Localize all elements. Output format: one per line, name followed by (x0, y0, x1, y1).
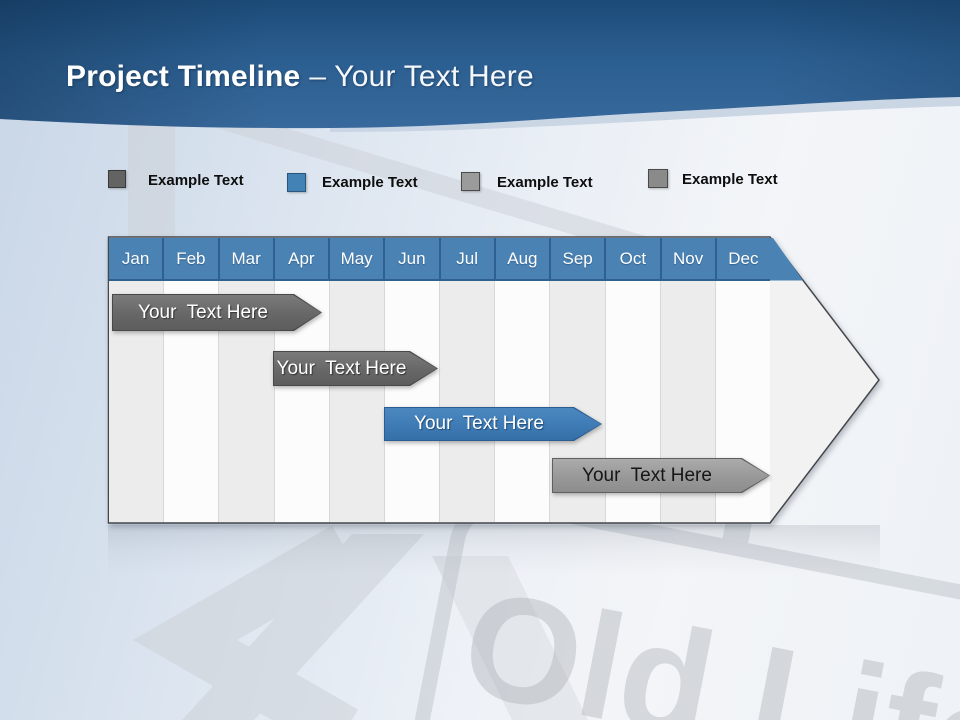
month-cell: Jun (383, 238, 438, 279)
month-cell: Oct (604, 238, 659, 279)
month-cell: Dec (714, 238, 770, 279)
month-cell: Sep (549, 238, 604, 279)
bar-label: Your Text Here (138, 301, 268, 323)
legend-swatch-icon (287, 173, 306, 192)
timeline-bar[interactable]: Your Text Here (112, 294, 322, 331)
month-cell: Nov (659, 238, 715, 279)
legend-label: Example Text (497, 174, 593, 191)
month-cell: Aug (493, 238, 549, 279)
bar-label: Your Text Here (276, 357, 407, 379)
legend-swatch-icon (108, 170, 126, 188)
legend-swatch-icon (461, 172, 480, 191)
grid-column (329, 281, 385, 522)
watermark-chevron-icon (132, 525, 358, 720)
watermark-letter-stem (128, 122, 175, 238)
page-title[interactable]: Project Timeline– Your Text Here (66, 60, 534, 94)
watermark-band (432, 556, 588, 720)
header-band-shade (0, 0, 960, 129)
month-cell: Feb (162, 238, 217, 279)
month-cell: Mar (217, 238, 273, 279)
grid-column (495, 281, 551, 522)
page-title-placeholder: – Your Text Here (309, 60, 534, 93)
month-cell: Jul (438, 238, 494, 279)
month-cell: May (328, 238, 383, 279)
header-wave-highlight (330, 97, 960, 132)
bar-label: Your Text Here (582, 464, 712, 486)
month-header-row: Jan Feb Mar Apr May Jun Jul Aug Sep Oct … (109, 238, 770, 281)
legend-swatch-icon (648, 169, 668, 188)
bar-label: Your Text Here (414, 413, 544, 434)
month-cell: Jan (121, 248, 150, 268)
page-title-main: Project Timeline (66, 60, 301, 93)
legend-label: Example Text (322, 174, 418, 191)
arrow-header-notch (770, 238, 803, 281)
timeline-bar[interactable]: Your Text Here (552, 458, 770, 493)
watermark-letter-diagonal (196, 122, 652, 238)
bar-arrow-fill (113, 295, 321, 330)
legend-label: Example Text (682, 171, 778, 188)
header-wave (0, 0, 960, 132)
legend-label: Example Text (148, 172, 244, 189)
bar-arrow-fill (274, 352, 437, 385)
timeline-reflection (108, 525, 880, 575)
watermark-sign (389, 496, 960, 720)
timeline-bar[interactable]: Your Text Here (384, 407, 602, 441)
grid-column (440, 281, 496, 522)
grid-column (384, 281, 441, 522)
timeline-bar[interactable]: Your Text Here (273, 351, 438, 386)
bar-arrow-fill (385, 408, 601, 440)
bar-arrow-fill (553, 459, 769, 492)
month-cell: Apr (272, 238, 328, 279)
